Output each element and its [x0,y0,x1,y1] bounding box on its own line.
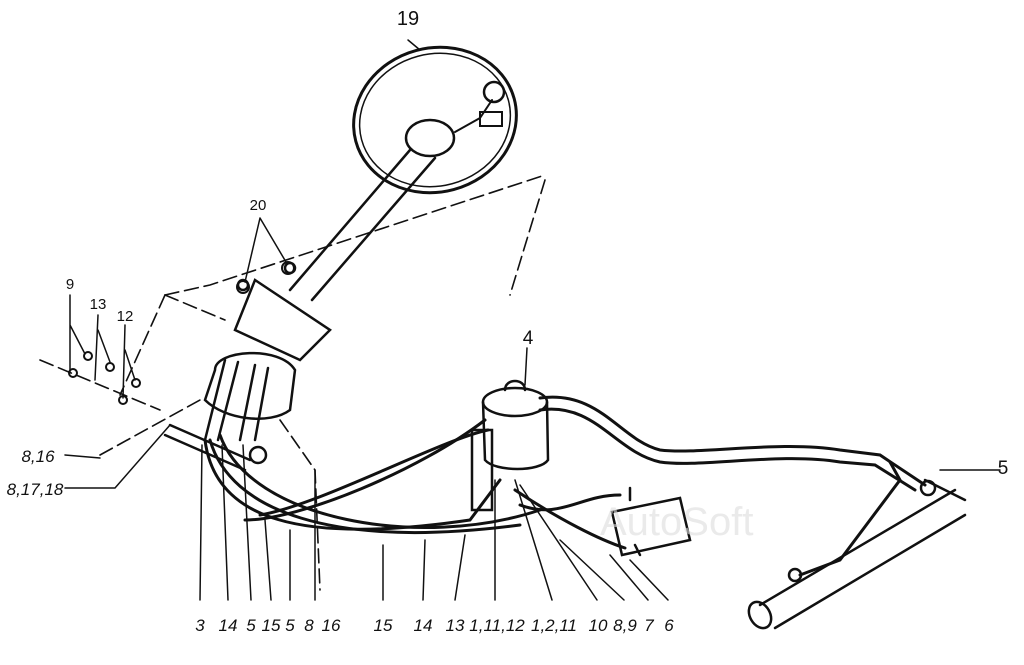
power-cylinder [747,478,967,630]
callout-bottom: 1,11,12 [469,616,525,635]
hydraulic-hoses [203,395,927,577]
pipe-bundle [163,358,270,472]
leader-lines [64,39,1001,601]
callout-bottom: 16 [321,616,341,635]
callout-bottom: 1,2,11 [530,616,578,635]
callout-12: 12 [116,308,134,325]
dashboard-outline [39,174,546,591]
callout-13: 13 [89,296,107,313]
callout-4: 4 [522,328,534,349]
callout-19: 19 [396,8,420,30]
callout-9: 9 [65,276,75,293]
callout-bottom: 15 [373,616,393,635]
callout-8-16: 8,16 [21,447,55,466]
callout-bottom: 8 [304,616,314,635]
callout-bottom: 14 [413,616,433,635]
watermark: AutoSoft [600,500,754,544]
fasteners [68,261,295,405]
callout-bottom: 3 [195,616,205,635]
pump-reservoir [470,379,550,512]
callout-bottom: 15 [261,616,281,635]
valve-block [610,486,692,557]
callout-20: 20 [249,197,267,214]
callout-bottom: 6 [664,616,674,635]
callout-bottom: 10 [588,616,608,635]
steering-wheel [352,45,518,195]
callout-8-17-18: 8,17,18 [6,480,64,499]
callout-bottom: 5 [285,616,295,635]
callout-bottom: 8,9 [613,616,637,635]
callout-bottom: 14 [218,616,238,635]
callout-bottom: 7 [644,616,654,635]
callout-bottom: 13 [445,616,465,635]
callout-bottom: 5 [246,616,256,635]
steering-column [203,148,437,420]
callout-5-right: 5 [997,458,1009,479]
